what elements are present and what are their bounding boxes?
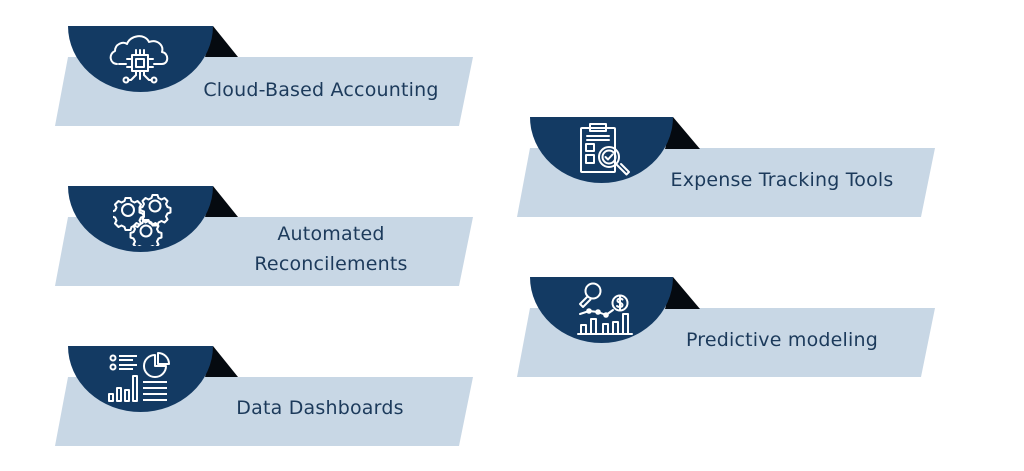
clipboard-search-icon (580, 123, 630, 176)
cloud-chip-icon (109, 35, 169, 84)
card-label-line1: Automated (277, 223, 385, 245)
card-predictive-modeling: Predictive modeling (517, 277, 957, 387)
gears-icon (113, 194, 172, 246)
analytics-dollar-icon (577, 282, 633, 335)
card-label-line2: Reconcilements (254, 253, 408, 275)
card-cloud-based-accounting: Cloud-Based Accounting (55, 26, 495, 136)
card-label: Cloud-Based Accounting (203, 79, 439, 101)
dashboard-icon (108, 352, 170, 402)
card-data-dashboards: Data Dashboards (55, 346, 495, 456)
card-expense-tracking-tools: Expense Tracking Tools (517, 117, 957, 227)
card-label: Expense Tracking Tools (670, 169, 894, 191)
card-automated-reconcilements: Automated Reconcilements (55, 186, 495, 296)
card-shape (517, 277, 935, 377)
card-label: Data Dashboards (236, 397, 404, 419)
card-label: Predictive modeling (685, 329, 879, 351)
